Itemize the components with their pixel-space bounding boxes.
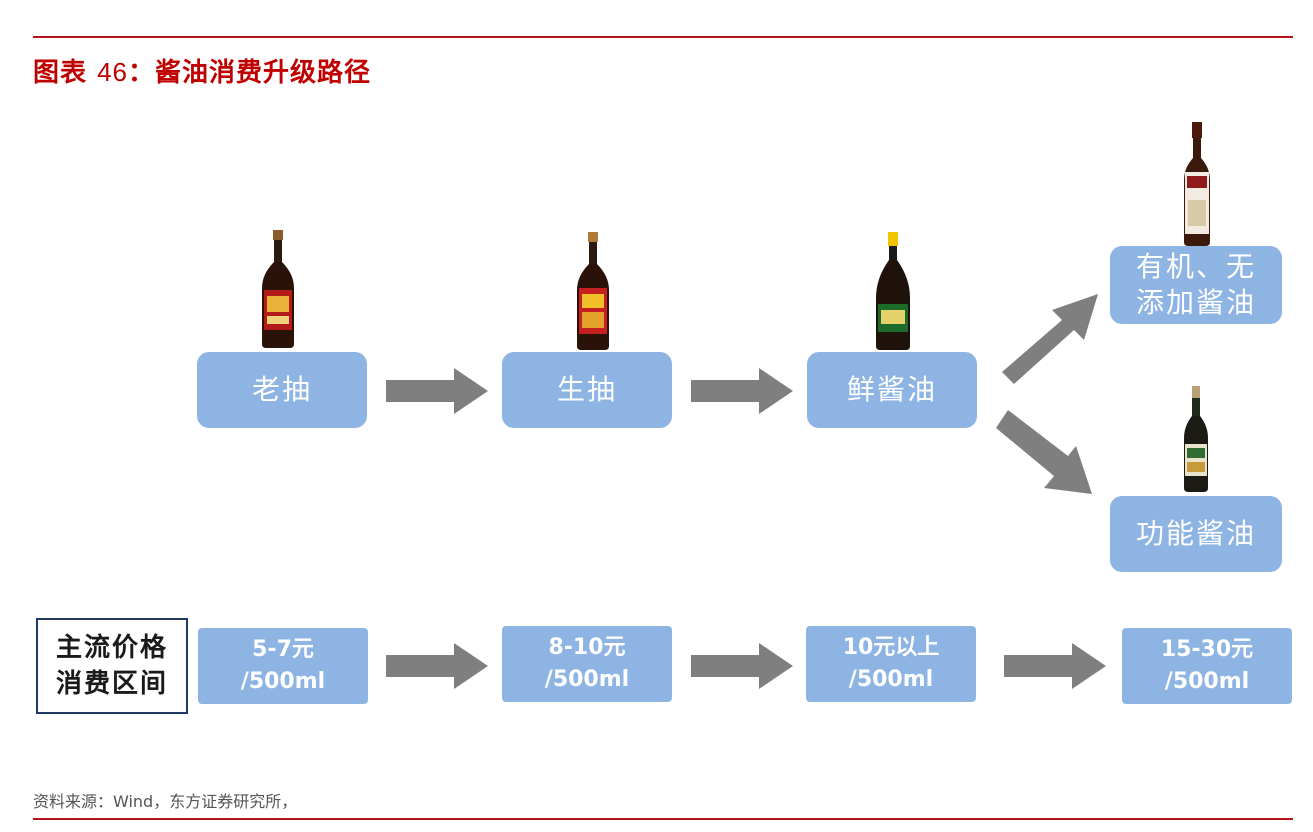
arrow-down-right-icon: [996, 410, 1092, 494]
soy-sauce-bottle-icon: [1184, 386, 1208, 492]
price-box-2-text: 8-10元 /500ml: [544, 635, 630, 692]
title-prefix: 图表: [33, 58, 98, 88]
arrow-right-icon: [386, 643, 488, 689]
arrow-right-icon: [691, 368, 793, 414]
soy-sauce-bottle-icon: [876, 232, 910, 350]
stage-functional-label: 功能酱油: [1135, 517, 1256, 550]
price-range-label: 主流价格 消费区间: [36, 618, 188, 714]
price-box-3: 10元以上 /500ml: [806, 626, 976, 702]
stage-laochou: 老抽: [197, 352, 367, 428]
stage-shengchou-label: 生抽: [556, 373, 617, 406]
price-box-1: 5-7元 /500ml: [198, 628, 368, 704]
stage-xianjiangyou: 鲜酱油: [807, 352, 977, 428]
arrow-right-icon: [1004, 643, 1106, 689]
stage-laochou-label: 老抽: [251, 373, 312, 406]
arrow-right-icon: [691, 643, 793, 689]
title-text: ：酱油消费升级路径: [127, 58, 371, 88]
title-number: 46: [97, 57, 128, 87]
price-box-3-text: 10元以上 /500ml: [842, 635, 940, 692]
figure-title: 图表 46：酱油消费升级路径: [33, 52, 371, 89]
stage-functional: 功能酱油: [1110, 496, 1282, 572]
price-range-label-text: 主流价格 消费区间: [55, 633, 168, 699]
bottom-divider: [33, 818, 1293, 820]
source-note: 资料来源：Wind，东方证券研究所，: [33, 792, 298, 811]
stage-shengchou: 生抽: [502, 352, 672, 428]
arrow-right-icon: [386, 368, 488, 414]
price-box-1-text: 5-7元 /500ml: [240, 637, 326, 694]
price-box-2: 8-10元 /500ml: [502, 626, 672, 702]
stage-xianjiangyou-label: 鲜酱油: [846, 373, 937, 406]
top-divider: [33, 36, 1293, 38]
stage-organic: 有机、无 添加酱油: [1110, 246, 1282, 324]
soy-sauce-bottle-icon: [1184, 122, 1210, 246]
price-box-4: 15-30元 /500ml: [1122, 628, 1292, 704]
soy-sauce-bottle-icon: [577, 232, 609, 350]
stage-organic-label: 有机、无 添加酱油: [1135, 250, 1256, 319]
soy-sauce-bottle-icon: [262, 230, 294, 348]
price-box-4-text: 15-30元 /500ml: [1160, 637, 1254, 694]
arrow-up-right-icon: [1002, 294, 1098, 384]
